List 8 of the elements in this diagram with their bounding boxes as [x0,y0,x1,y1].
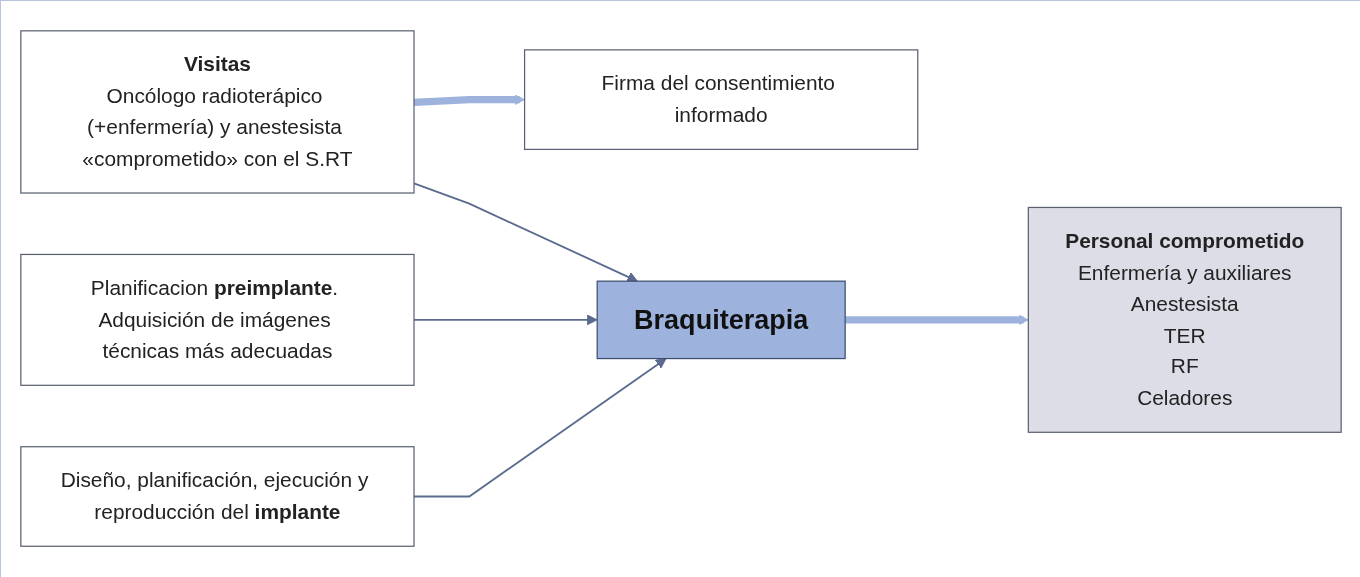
node-box: Firma del consentimiento informado [523,49,918,151]
node-box: Planificacion preimplante. Adquisición de imágenes técnicas más adecuadas [19,254,415,387]
node-box: Personal comprometido Enfermería y auxiliares Anestesista TER RF Celadores [1027,207,1342,434]
arrow [844,314,1029,326]
node-box: Visitas Oncólogo radioterápico (+enfermería) y anestesista «comprometido» con el S.RT [19,30,415,195]
node-box: Braquiterapia [596,281,846,360]
arrow [413,94,525,107]
node-box: Diseño, planificación, ejecución y reproducción del implante [19,446,415,548]
